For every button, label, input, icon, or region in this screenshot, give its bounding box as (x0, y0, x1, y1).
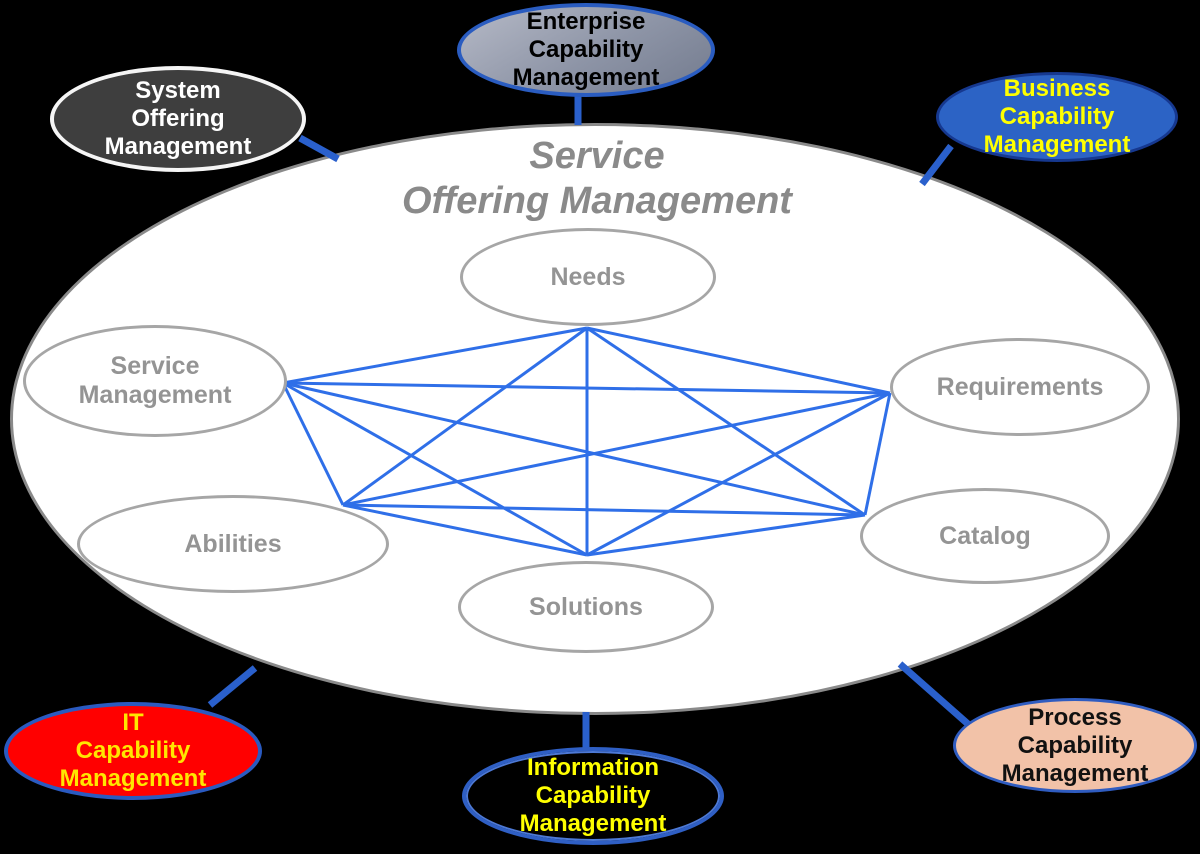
node-catalog: Catalog (860, 488, 1110, 584)
node-requirements-label: Requirements (936, 372, 1104, 401)
it-capability-label-line1: IT (122, 709, 144, 736)
node-catalog-label: Catalog (939, 521, 1031, 550)
information-capability-label-line2: Capability (535, 782, 651, 809)
diagram-title: Service Offering Management (295, 134, 899, 224)
satellite-information-capability-management: Information Capability Management (462, 747, 724, 845)
business-capability-label-line2: Capability (999, 103, 1115, 130)
enterprise-capability-label-line3: Management (512, 64, 660, 91)
node-service-management-label-line1: Service (110, 352, 200, 380)
system-offering-label-line1: System (135, 77, 221, 104)
connector-system-offering-management (298, 134, 340, 163)
edge-catalog-solutions (586, 513, 866, 557)
business-capability-label-line3: Management (983, 131, 1131, 158)
connector-business-capability-management (919, 143, 954, 187)
edge-solutions-service-management (282, 381, 588, 557)
system-offering-label-line3: Management (104, 133, 252, 160)
it-capability-label-line2: Capability (75, 737, 191, 764)
node-abilities: Abilities (77, 495, 389, 593)
edge-needs-requirements (586, 326, 891, 395)
edge-catalog-abilities (342, 503, 866, 517)
connector-process-capability-management (897, 661, 971, 727)
node-service-management: Service Management (23, 325, 287, 437)
node-solutions-label: Solutions (529, 592, 643, 621)
edge-abilities-service-management (281, 382, 345, 506)
edge-needs-catalog (586, 326, 866, 517)
node-needs: Needs (460, 228, 716, 326)
connector-it-capability-management (207, 665, 258, 708)
edge-catalog-service-management (282, 381, 866, 517)
title-line-1: Service (529, 135, 665, 177)
process-capability-label-line2: Capability (1017, 731, 1133, 759)
node-solutions: Solutions (458, 561, 714, 653)
system-offering-label-line2: Offering (131, 105, 225, 132)
satellite-process-capability-management: Process Capability Management (953, 698, 1197, 793)
edge-needs-abilities (342, 326, 588, 507)
node-requirements: Requirements (890, 338, 1150, 436)
node-needs-label: Needs (550, 262, 626, 291)
edge-requirements-service-management (282, 381, 891, 395)
title-line-2: Offering Management (402, 180, 792, 222)
node-service-management-label-line2: Management (78, 381, 232, 409)
satellite-enterprise-capability-management: Enterprise Capability Management (457, 3, 715, 97)
node-abilities-label: Abilities (184, 529, 282, 558)
satellite-system-offering-management: System Offering Management (50, 66, 306, 172)
satellite-it-capability-management: IT Capability Management (4, 702, 262, 800)
information-capability-label-line1: Information (527, 754, 659, 781)
edge-needs-service-management (282, 326, 588, 385)
it-capability-label-line3: Management (59, 765, 207, 792)
information-capability-label-line3: Management (519, 810, 667, 837)
edge-solutions-abilities (342, 503, 588, 557)
edge-requirements-abilities (342, 391, 891, 507)
business-capability-label-line1: Business (1003, 75, 1111, 102)
edge-requirements-catalog (863, 392, 892, 516)
process-capability-label-line3: Management (1001, 759, 1149, 787)
satellite-business-capability-management: Business Capability Management (936, 72, 1178, 162)
enterprise-capability-label-line2: Capability (528, 36, 644, 63)
edge-requirements-solutions (586, 391, 891, 557)
process-capability-label-line1: Process (1028, 703, 1122, 731)
enterprise-capability-label-line1: Enterprise (526, 8, 646, 35)
